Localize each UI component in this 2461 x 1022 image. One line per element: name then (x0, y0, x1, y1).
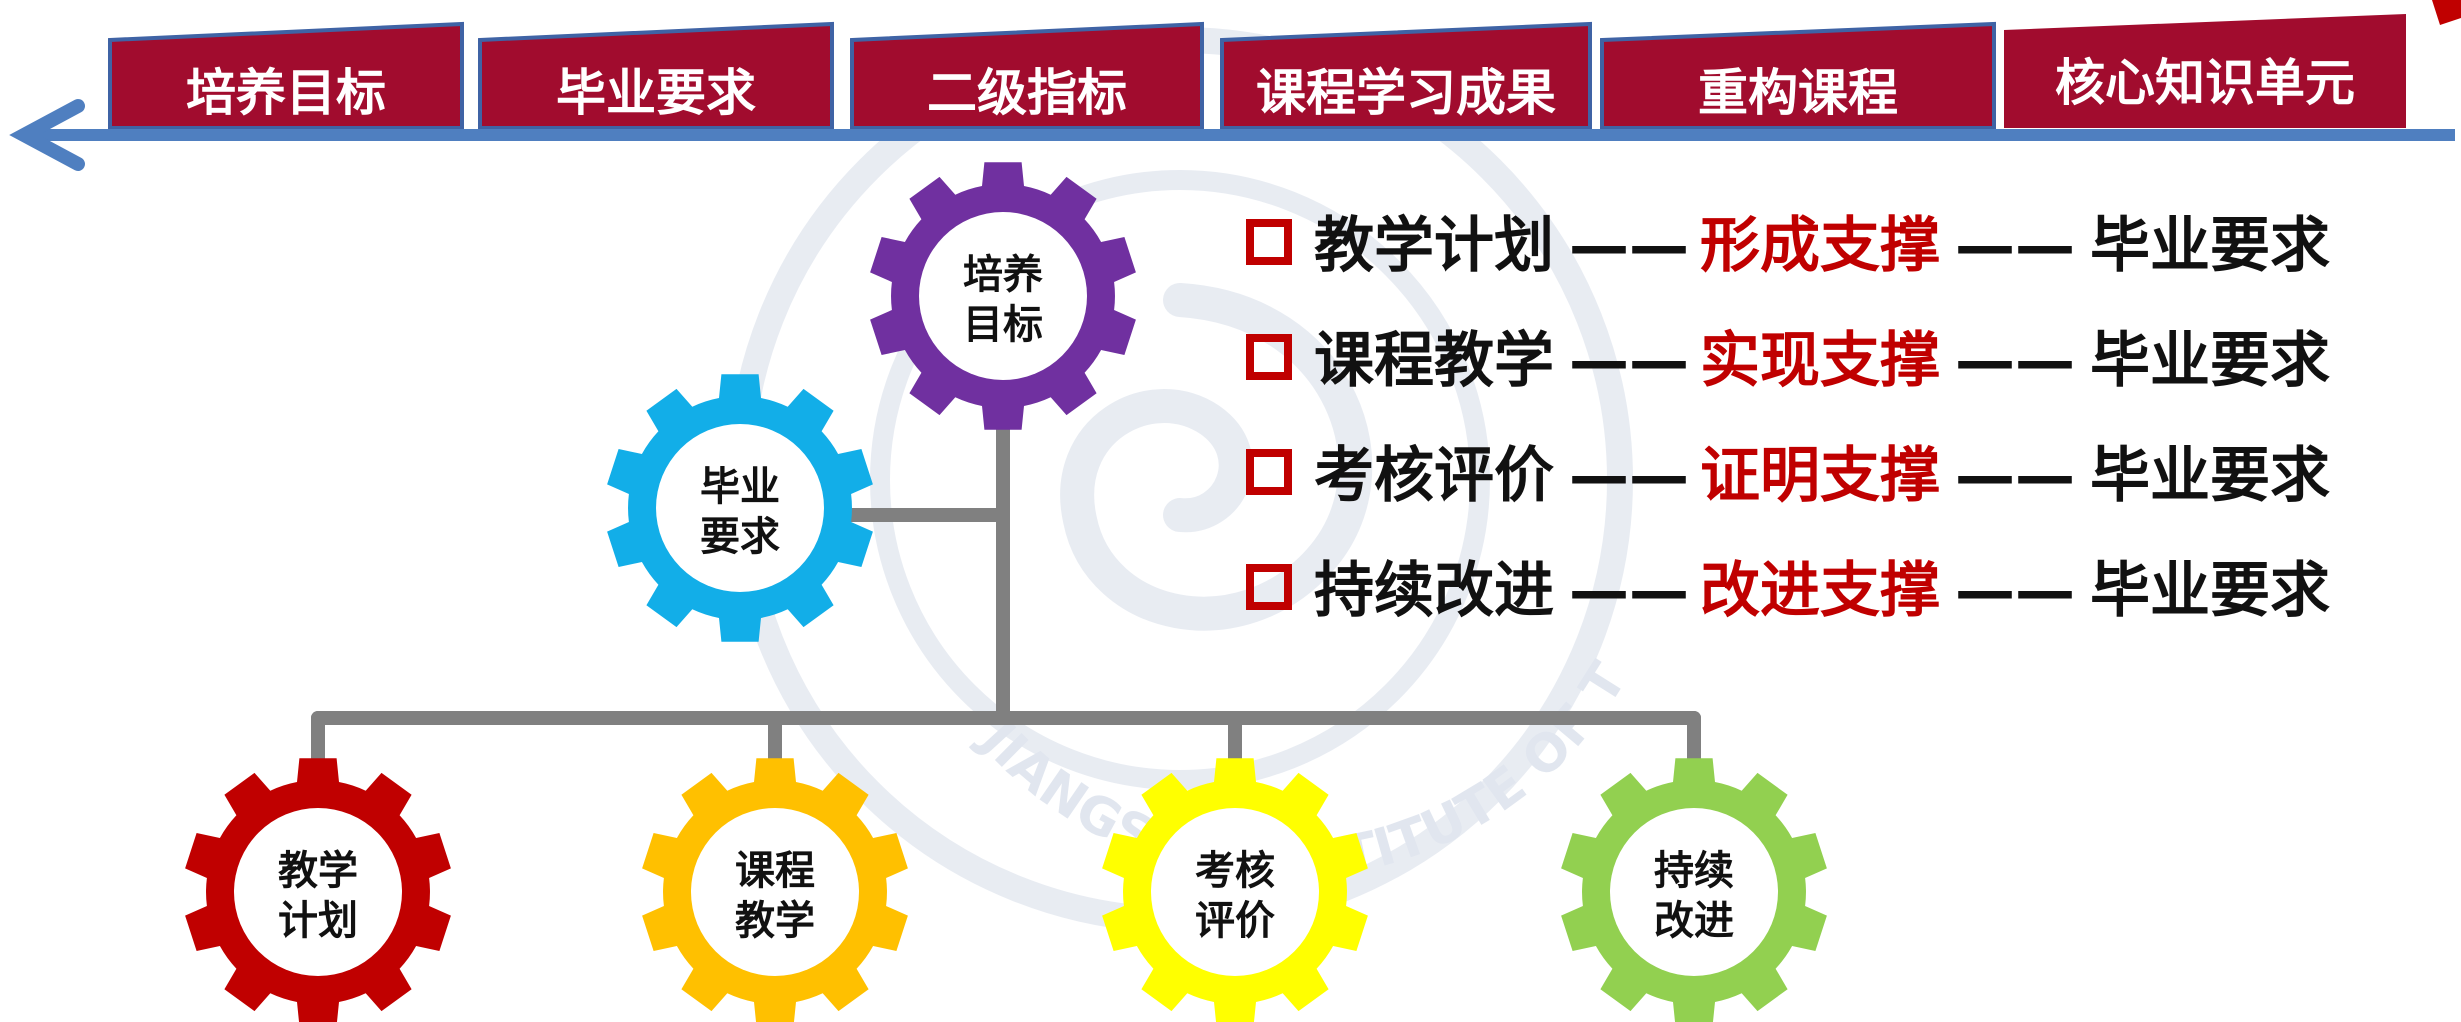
gear-label-line1: 培养 (963, 252, 1043, 298)
row-right-text: 毕业要求 (2090, 556, 2330, 626)
gear-label-line2: 目标 (963, 302, 1043, 348)
gear-center (919, 212, 1087, 380)
tab-3: 二级指标 (850, 21, 1204, 130)
row-right-text: 毕业要求 (2090, 326, 2330, 396)
timeline-arrow (9, 99, 2455, 171)
support-row: 持续改进——改进支撑——毕业要求 (1246, 556, 2330, 626)
connector-lines (311, 371, 1701, 767)
tab-1: 培养目标 (108, 21, 464, 130)
row-dash-2: —— (1955, 326, 2075, 396)
tab-shape (1220, 21, 1592, 130)
row-left-text: 课程教学 (1314, 326, 1554, 396)
support-row: 课程教学——实现支撑——毕业要求 (1246, 326, 2330, 396)
gear-bottom-4: 持续改进 (1561, 758, 1827, 1022)
tab-label: 核心知识单元 (2055, 54, 2355, 112)
tab-shape (1600, 21, 1996, 130)
support-row: 考核评价——证明支撑——毕业要求 (1246, 441, 2330, 511)
gear-label-line2: 教学 (735, 898, 815, 944)
corner-decoration (2432, 0, 2461, 25)
row-dash-1: —— (1569, 326, 1689, 396)
gear-center (656, 424, 824, 592)
row-middle-text: 实现支撑 (1700, 326, 1940, 396)
tab-5: 重构课程 (1600, 21, 1996, 130)
row-left-text: 考核评价 (1314, 441, 1554, 511)
row-right-text: 毕业要求 (2090, 211, 2330, 281)
row-left-text: 持续改进 (1314, 556, 1554, 626)
gear-center (1610, 808, 1778, 976)
gear-label-line1: 毕业 (700, 464, 780, 510)
tab-shape (478, 21, 834, 130)
tab-shape (108, 21, 464, 130)
row-middle-text: 形成支撑 (1700, 211, 1940, 281)
row-middle-text: 改进支撑 (1700, 556, 1940, 626)
tab-2: 毕业要求 (478, 21, 834, 130)
row-left-text: 教学计划 (1314, 211, 1554, 281)
tab-label: 二级指标 (927, 64, 1127, 122)
row-dash-1: —— (1569, 441, 1689, 511)
checkbox-icon (1246, 219, 1292, 265)
tab-shape (850, 21, 1204, 130)
tab-6: 核心知识单元 (2004, 14, 2406, 128)
gear-center (1151, 808, 1319, 976)
tab-shape (2004, 14, 2406, 128)
gear-label-line1: 课程 (735, 848, 815, 894)
gear-label-line1: 教学 (278, 848, 358, 894)
gear-label-line1: 考核 (1195, 848, 1275, 894)
gear-bottom-3: 考核评价 (1102, 758, 1368, 1022)
checkbox-icon (1246, 334, 1292, 380)
gear-label-line2: 改进 (1654, 898, 1734, 944)
tab-label: 毕业要求 (556, 64, 756, 122)
row-middle-text: 证明支撑 (1700, 441, 1940, 511)
row-dash-2: —— (1955, 211, 2075, 281)
row-dash-1: —— (1569, 556, 1689, 626)
gear-middle: 毕业要求 (607, 374, 873, 642)
checkbox-icon (1246, 449, 1292, 495)
gear-label-line2: 要求 (700, 514, 780, 560)
tab-4: 课程学习成果 (1220, 21, 1592, 130)
tab-label: 重构课程 (1698, 64, 1898, 122)
tab-label: 课程学习成果 (1256, 64, 1556, 122)
gear-bottom-2: 课程教学 (642, 758, 908, 1022)
support-row: 教学计划——形成支撑——毕业要求 (1246, 211, 2330, 281)
gear-label-line2: 评价 (1195, 898, 1275, 944)
gear-label-line1: 持续 (1654, 848, 1734, 894)
gear-center (691, 808, 859, 976)
checkbox-icon (1246, 564, 1292, 610)
tab-strip: 培养目标 毕业要求 二级指标 课程学习成果 重构课程 核心知识单元 (108, 14, 2406, 130)
gear-bottom-1: 教学计划 (185, 758, 451, 1022)
gear-top: 培养目标 (870, 162, 1136, 430)
row-dash-2: —— (1955, 441, 2075, 511)
row-dash-1: —— (1569, 211, 1689, 281)
gear-label-line2: 计划 (278, 898, 358, 944)
tab-label: 培养目标 (186, 64, 386, 122)
row-right-text: 毕业要求 (2090, 441, 2330, 511)
support-list: 教学计划——形成支撑——毕业要求课程教学——实现支撑——毕业要求考核评价——证明… (1246, 211, 2330, 626)
row-dash-2: —— (1955, 556, 2075, 626)
gear-center (234, 808, 402, 976)
